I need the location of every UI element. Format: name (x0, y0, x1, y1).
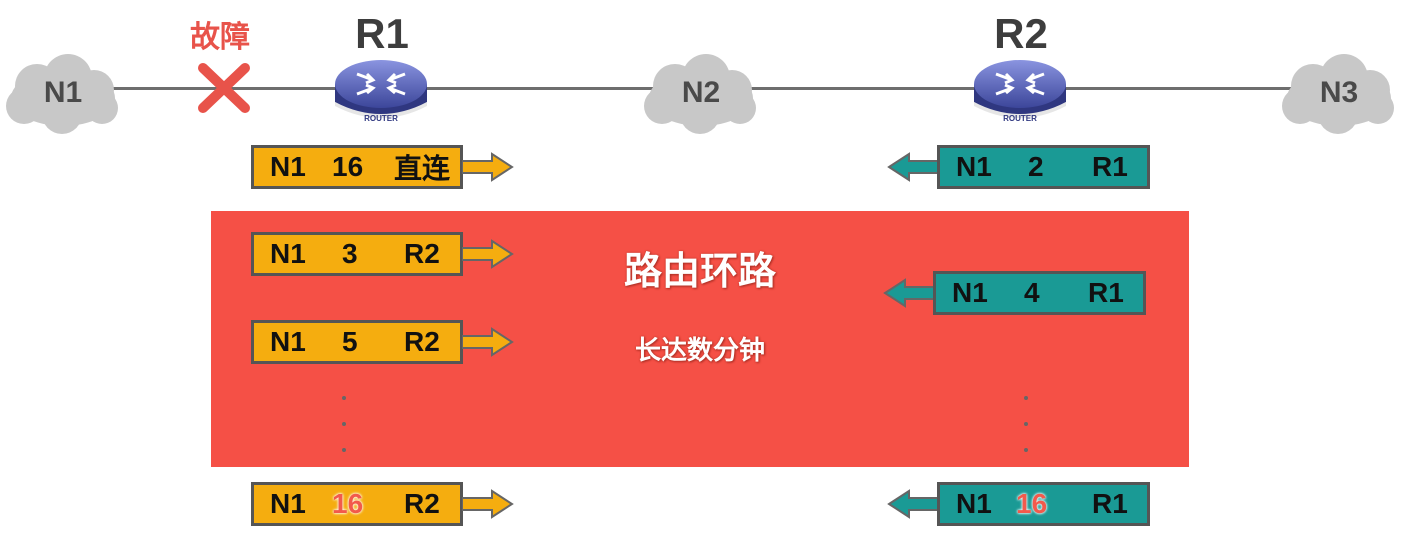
network-n1-cloud: N1 (2, 50, 124, 136)
arrow-right-icon (462, 327, 514, 357)
router-r1-title: R1 (355, 10, 409, 57)
network-n1-label: N1 (43, 76, 83, 109)
entry-next-hop: R1 (1092, 151, 1128, 182)
entry-next-hop: R2 (404, 488, 440, 519)
r1-route-entry-1: N1 16 直连 (251, 145, 463, 189)
r2-ellipsis-dots (1023, 396, 1029, 474)
arrow-right-icon (462, 239, 514, 269)
entry-metric: 3 (342, 238, 358, 269)
cloud-icon (644, 54, 756, 134)
link-r1-n2 (400, 87, 665, 90)
r1-ellipsis-dots (341, 396, 347, 474)
entry-dest: N1 (270, 488, 306, 519)
entry-metric: 16 (332, 151, 364, 182)
router-r1: ROUTER (333, 56, 429, 128)
link-r2-n3 (1040, 87, 1300, 90)
link-n2-r2 (740, 87, 1000, 90)
arrow-left-icon (883, 278, 935, 308)
entry-metric: 4 (1024, 277, 1040, 308)
network-n2-cloud: N2 (640, 50, 762, 136)
r1-route-entry-3: N1 5 R2 (251, 320, 463, 364)
entry-dest: N1 (270, 326, 306, 357)
entry-metric: 2 (1028, 151, 1044, 182)
network-n3-label: N3 (1319, 76, 1359, 109)
entry-next-hop: R2 (404, 238, 440, 269)
entry-next-hop: R1 (1092, 488, 1128, 519)
arrow-right-icon (462, 489, 514, 519)
r2-route-entry-3: N1 16 R1 (937, 482, 1150, 526)
routing-loop-subtitle: 长达数分钟 (634, 335, 765, 365)
entry-dest: N1 (956, 488, 992, 519)
r1-route-entry-4: N1 16 R2 (251, 482, 463, 526)
link-n1-r1 (110, 87, 360, 90)
r1-route-entry-2: N1 3 R2 (251, 232, 463, 276)
arrow-left-icon (887, 489, 939, 519)
arrow-left-icon (887, 152, 939, 182)
router-r2: ROUTER (972, 56, 1068, 128)
entry-next-hop: 直连 (394, 153, 451, 184)
entry-metric: 5 (342, 326, 358, 357)
network-n2-label: N2 (681, 76, 721, 109)
router-icon (335, 60, 427, 118)
entry-dest: N1 (270, 151, 306, 182)
entry-dest: N1 (952, 277, 988, 308)
entry-metric-infinity: 16 (332, 488, 364, 519)
router-r1-caption: ROUTER (364, 114, 398, 123)
router-icon (974, 60, 1066, 118)
entry-metric-infinity: 16 (1016, 488, 1048, 519)
fault-label: 故障 (190, 21, 250, 54)
entry-dest: N1 (270, 238, 306, 269)
entry-next-hop: R1 (1088, 277, 1124, 308)
router-r2-title: R2 (994, 10, 1048, 57)
routing-loop-title: 路由环路 (623, 251, 776, 293)
r2-route-entry-2: N1 4 R1 (933, 271, 1146, 315)
entry-next-hop: R2 (404, 326, 440, 357)
router-r2-caption: ROUTER (1003, 114, 1037, 123)
r2-route-entry-1: N1 2 R1 (937, 145, 1150, 189)
fault-x-icon (198, 63, 250, 113)
network-n3-cloud: N3 (1278, 50, 1400, 136)
arrow-right-icon (462, 152, 514, 182)
cloud-icon (1282, 54, 1394, 134)
entry-dest: N1 (956, 151, 992, 182)
cloud-icon (6, 54, 118, 134)
